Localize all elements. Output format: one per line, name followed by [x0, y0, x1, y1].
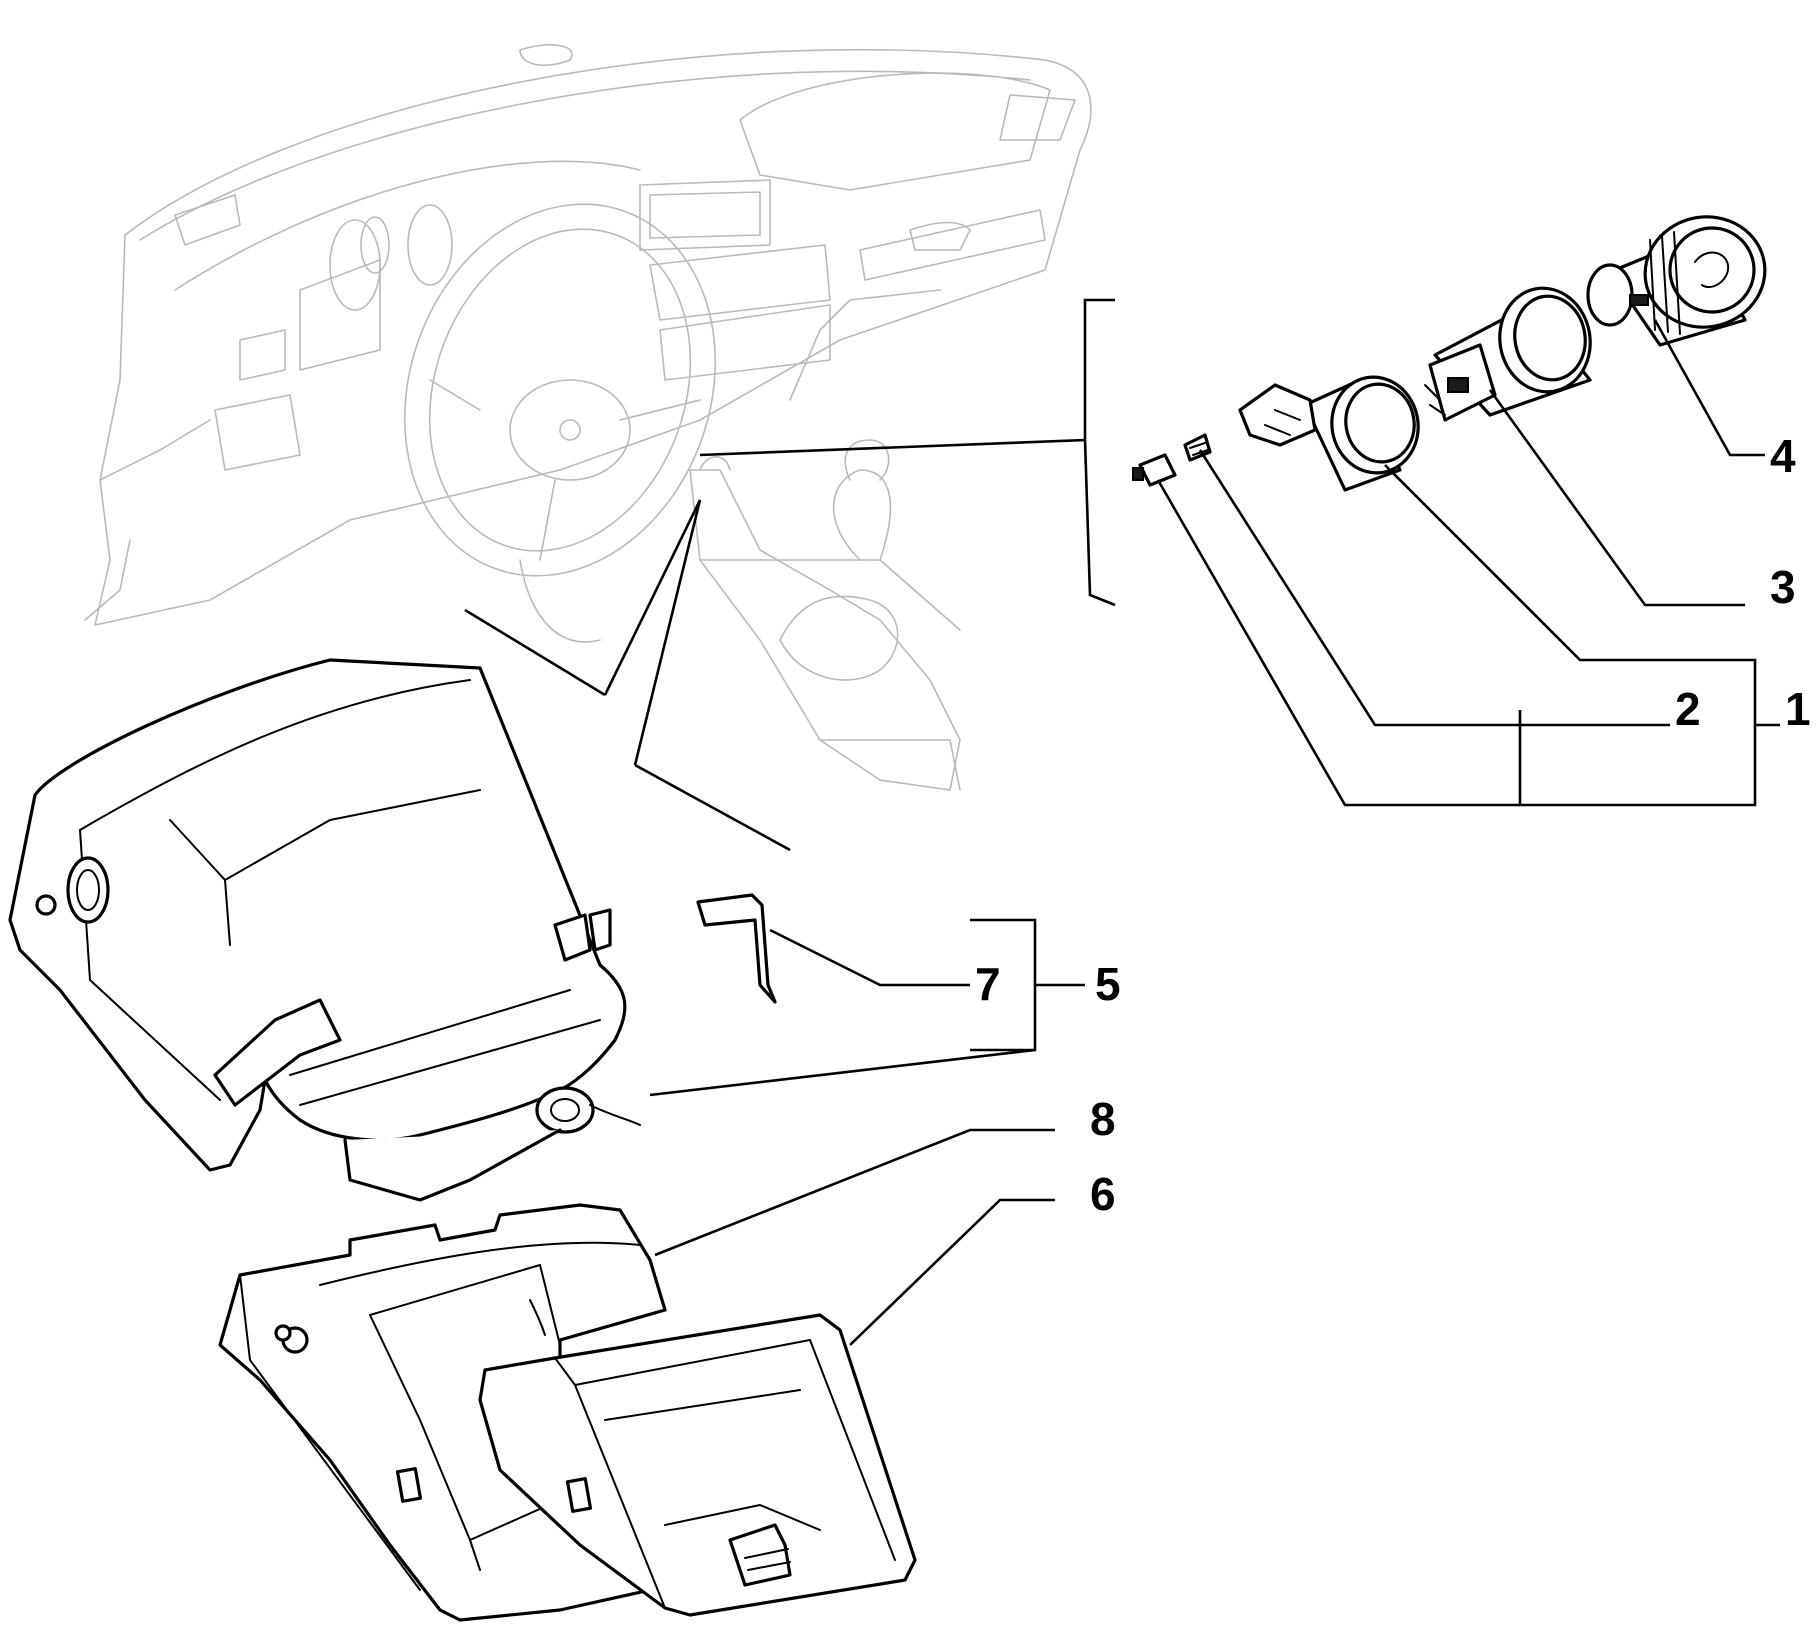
callout-number: 5 [1095, 958, 1121, 1010]
bulb-holder-part [1132, 453, 1177, 487]
cigar-lighter-group [1132, 215, 1767, 492]
callout-number: 1 [1785, 683, 1811, 735]
callout-number: 4 [1770, 430, 1796, 482]
lighter-plug-part [1586, 215, 1767, 347]
callout-labels: 4 3 1 2 7 5 8 6 [975, 430, 1811, 1220]
callout-number: 3 [1770, 561, 1796, 613]
callout-number: 7 [975, 958, 1001, 1010]
storage-compartment-group [8, 658, 917, 1622]
lighter-socket-part [1424, 286, 1592, 422]
inner-tray-part [478, 1313, 917, 1617]
callout-number: 8 [1090, 1093, 1116, 1145]
assembly-guide-lines [464, 298, 1116, 852]
callout-number: 2 [1675, 683, 1701, 735]
callout-number: 6 [1090, 1168, 1116, 1220]
callout-leaders [649, 319, 1780, 1346]
compartment-main-part [8, 658, 641, 1202]
clip-part [696, 893, 777, 1004]
bulb-part [1183, 433, 1212, 462]
lighter-housing-part [1238, 375, 1420, 492]
dashboard-overview [84, 44, 1092, 791]
